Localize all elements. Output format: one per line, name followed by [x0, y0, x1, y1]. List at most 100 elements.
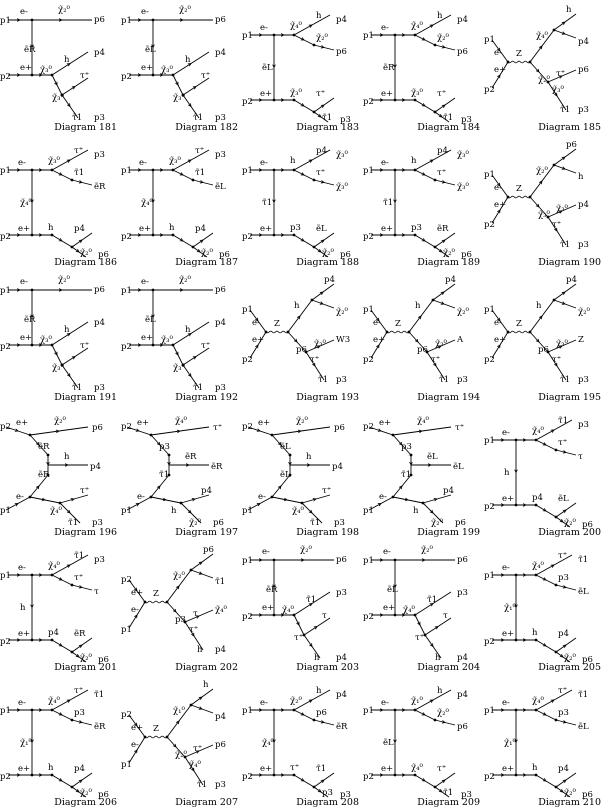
arrow-mark — [401, 613, 406, 617]
arrow-mark — [179, 288, 184, 292]
particle-label: p4 — [558, 629, 569, 639]
particle-label: p3 — [558, 573, 569, 583]
particle-label: h — [64, 55, 70, 65]
particle-label: e+ — [494, 65, 506, 75]
arrow-mark — [317, 789, 322, 793]
arrow-mark — [172, 608, 177, 613]
arrow-mark — [14, 428, 19, 432]
arrow-mark — [401, 168, 406, 172]
particle-label: χ̃₃⁰ — [336, 149, 349, 160]
arrow-mark — [379, 168, 384, 172]
arrow-mark — [398, 441, 403, 446]
particle-label: p6 — [455, 518, 466, 528]
arrow-mark — [187, 333, 192, 337]
particle-label: h — [413, 506, 419, 516]
particle-label: h — [415, 301, 421, 311]
arrow-mark — [562, 450, 567, 454]
particle-label: e+ — [258, 418, 270, 428]
arrow-mark — [175, 720, 180, 725]
particle-label: p4 — [48, 628, 59, 638]
arrow-mark — [561, 31, 566, 35]
particle-label: χ̃₃⁰ — [411, 87, 424, 98]
diagram-caption: Diagram 201 — [54, 662, 117, 673]
arrow-mark — [497, 344, 501, 349]
particle-label: p6 — [98, 790, 109, 800]
particle-label: p1 — [363, 166, 374, 176]
particle-label: τ — [193, 609, 198, 619]
particle-label: p4 — [336, 15, 347, 25]
arrow-mark — [38, 773, 43, 777]
particle-label: p6 — [336, 47, 347, 57]
particle-label: p4 — [215, 318, 226, 328]
arrow-mark — [313, 625, 318, 630]
arrow-mark — [393, 739, 397, 744]
particle-label: χ̃₂⁰ — [201, 247, 214, 258]
particle-label: p6 — [582, 520, 593, 530]
particle-label: τ̃1 — [316, 763, 326, 774]
particle-label: τ⁺ — [201, 71, 210, 81]
particle-label: χ̃₁⁰ — [173, 705, 186, 716]
arrow-mark — [283, 497, 288, 502]
particle-label: e- — [20, 277, 28, 287]
particle-label: e- — [131, 740, 139, 750]
particle-label: χ̃₁⁰ — [504, 602, 517, 613]
particle-label: p3 — [457, 588, 468, 598]
particle-label: p2 — [0, 422, 11, 432]
arrow-mark — [561, 301, 566, 305]
arrow-mark — [196, 249, 201, 253]
arrow-mark — [300, 103, 305, 107]
particle-label: e- — [18, 158, 26, 168]
arrow-mark — [317, 114, 322, 118]
particle-label: τ̃1 — [74, 550, 84, 561]
particle-label: p2 — [121, 72, 132, 82]
particle-label: τ⁺ — [80, 486, 89, 496]
particle-label: τ̃1 — [195, 167, 205, 178]
arrow-mark — [179, 238, 184, 242]
particle-label: χ̃₂⁰ — [457, 306, 470, 317]
particle-label: p1 — [242, 556, 253, 566]
arrow-mark — [137, 168, 142, 172]
arrow-mark — [379, 708, 384, 712]
diagram-caption: Diagram 185 — [538, 122, 601, 133]
arrow-mark — [75, 654, 80, 658]
arrow-mark — [16, 18, 21, 22]
particle-label: χ̃₂⁰ — [58, 4, 71, 15]
arrow-mark — [66, 333, 71, 337]
arrow-mark — [30, 199, 34, 204]
particle-label: τ⁺ — [558, 686, 567, 696]
particle-label: e- — [139, 158, 147, 168]
particle-label: p3 — [340, 790, 351, 800]
particle-label: e+ — [494, 200, 506, 210]
particle-label: p3 — [411, 223, 422, 233]
arrow-mark — [187, 159, 192, 163]
particle-label: p6 — [213, 518, 224, 528]
particle-label: p1 — [242, 305, 253, 315]
arrow-mark — [417, 315, 422, 320]
arrow-mark — [137, 343, 142, 347]
arrow-mark — [379, 613, 384, 617]
boson-line — [507, 195, 531, 199]
particle-label: χ̃₂⁰ — [175, 749, 188, 760]
arrow-mark — [438, 789, 443, 793]
particle-label: χ̃₄⁰ — [48, 695, 61, 706]
particle-label: p3 — [401, 442, 412, 452]
particle-label: χ̃₃⁰ — [336, 181, 349, 192]
arrow-mark — [258, 168, 263, 172]
arrow-mark — [38, 343, 43, 347]
particle-label: p6 — [296, 345, 307, 355]
arrow-mark — [562, 779, 567, 783]
